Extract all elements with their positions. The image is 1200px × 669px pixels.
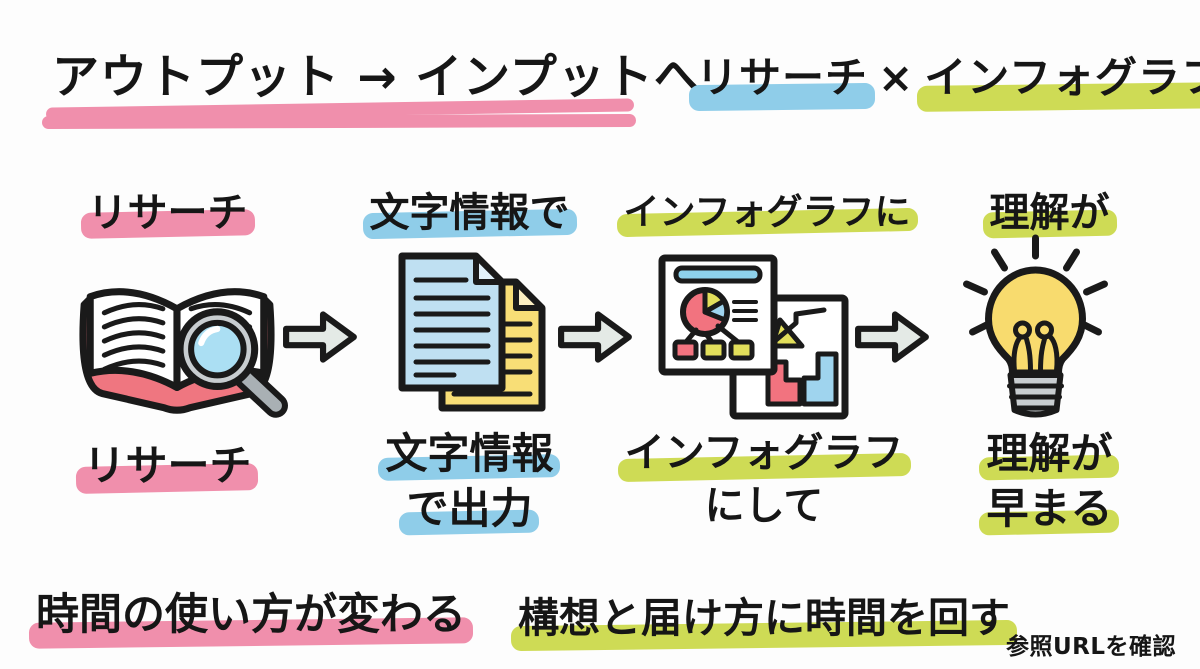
footer-takeaway-left: 時間の使い方が変わる (36, 580, 466, 642)
step1-top-label: リサーチ (55, 180, 280, 238)
flow-arrow-icon (854, 306, 932, 368)
flow-arrow-icon (557, 306, 635, 368)
main-title: アウトプット → インプットへ (52, 38, 702, 107)
lightbulb-icon (928, 234, 1143, 434)
flow-arrow-icon (282, 306, 360, 368)
documents-icon (390, 248, 570, 423)
subtitle-separator: × (878, 53, 915, 102)
footer-takeaway-right: 構想と届け方に時間を回す (518, 584, 1010, 644)
infographic-cards-icon (650, 250, 855, 422)
step4-top-label: 理解が (922, 180, 1177, 238)
step3-bottom-label: インフォグラフ にして (624, 430, 904, 530)
step2-top-label: 文字情報で (342, 180, 597, 238)
main-title-text: アウトプット → インプットへ (52, 50, 702, 105)
subtitle-research: リサーチ (696, 44, 868, 105)
pink-underline-stroke (41, 113, 637, 130)
reference-note: 参照URLを確認 (1006, 634, 1177, 660)
step1-bottom-label: リサーチ (55, 432, 280, 493)
subtitle-infograph: インフォグラフ (924, 44, 1200, 105)
book-magnifier-icon (66, 248, 290, 420)
step4-bottom-label: 理解が 早まる (922, 426, 1177, 535)
step2-bottom-label: 文字情報 で出力 (342, 426, 597, 535)
subtitle: リサーチ × インフォグラフ (696, 44, 1200, 105)
step3-top-label: インフォグラフに (618, 183, 916, 235)
